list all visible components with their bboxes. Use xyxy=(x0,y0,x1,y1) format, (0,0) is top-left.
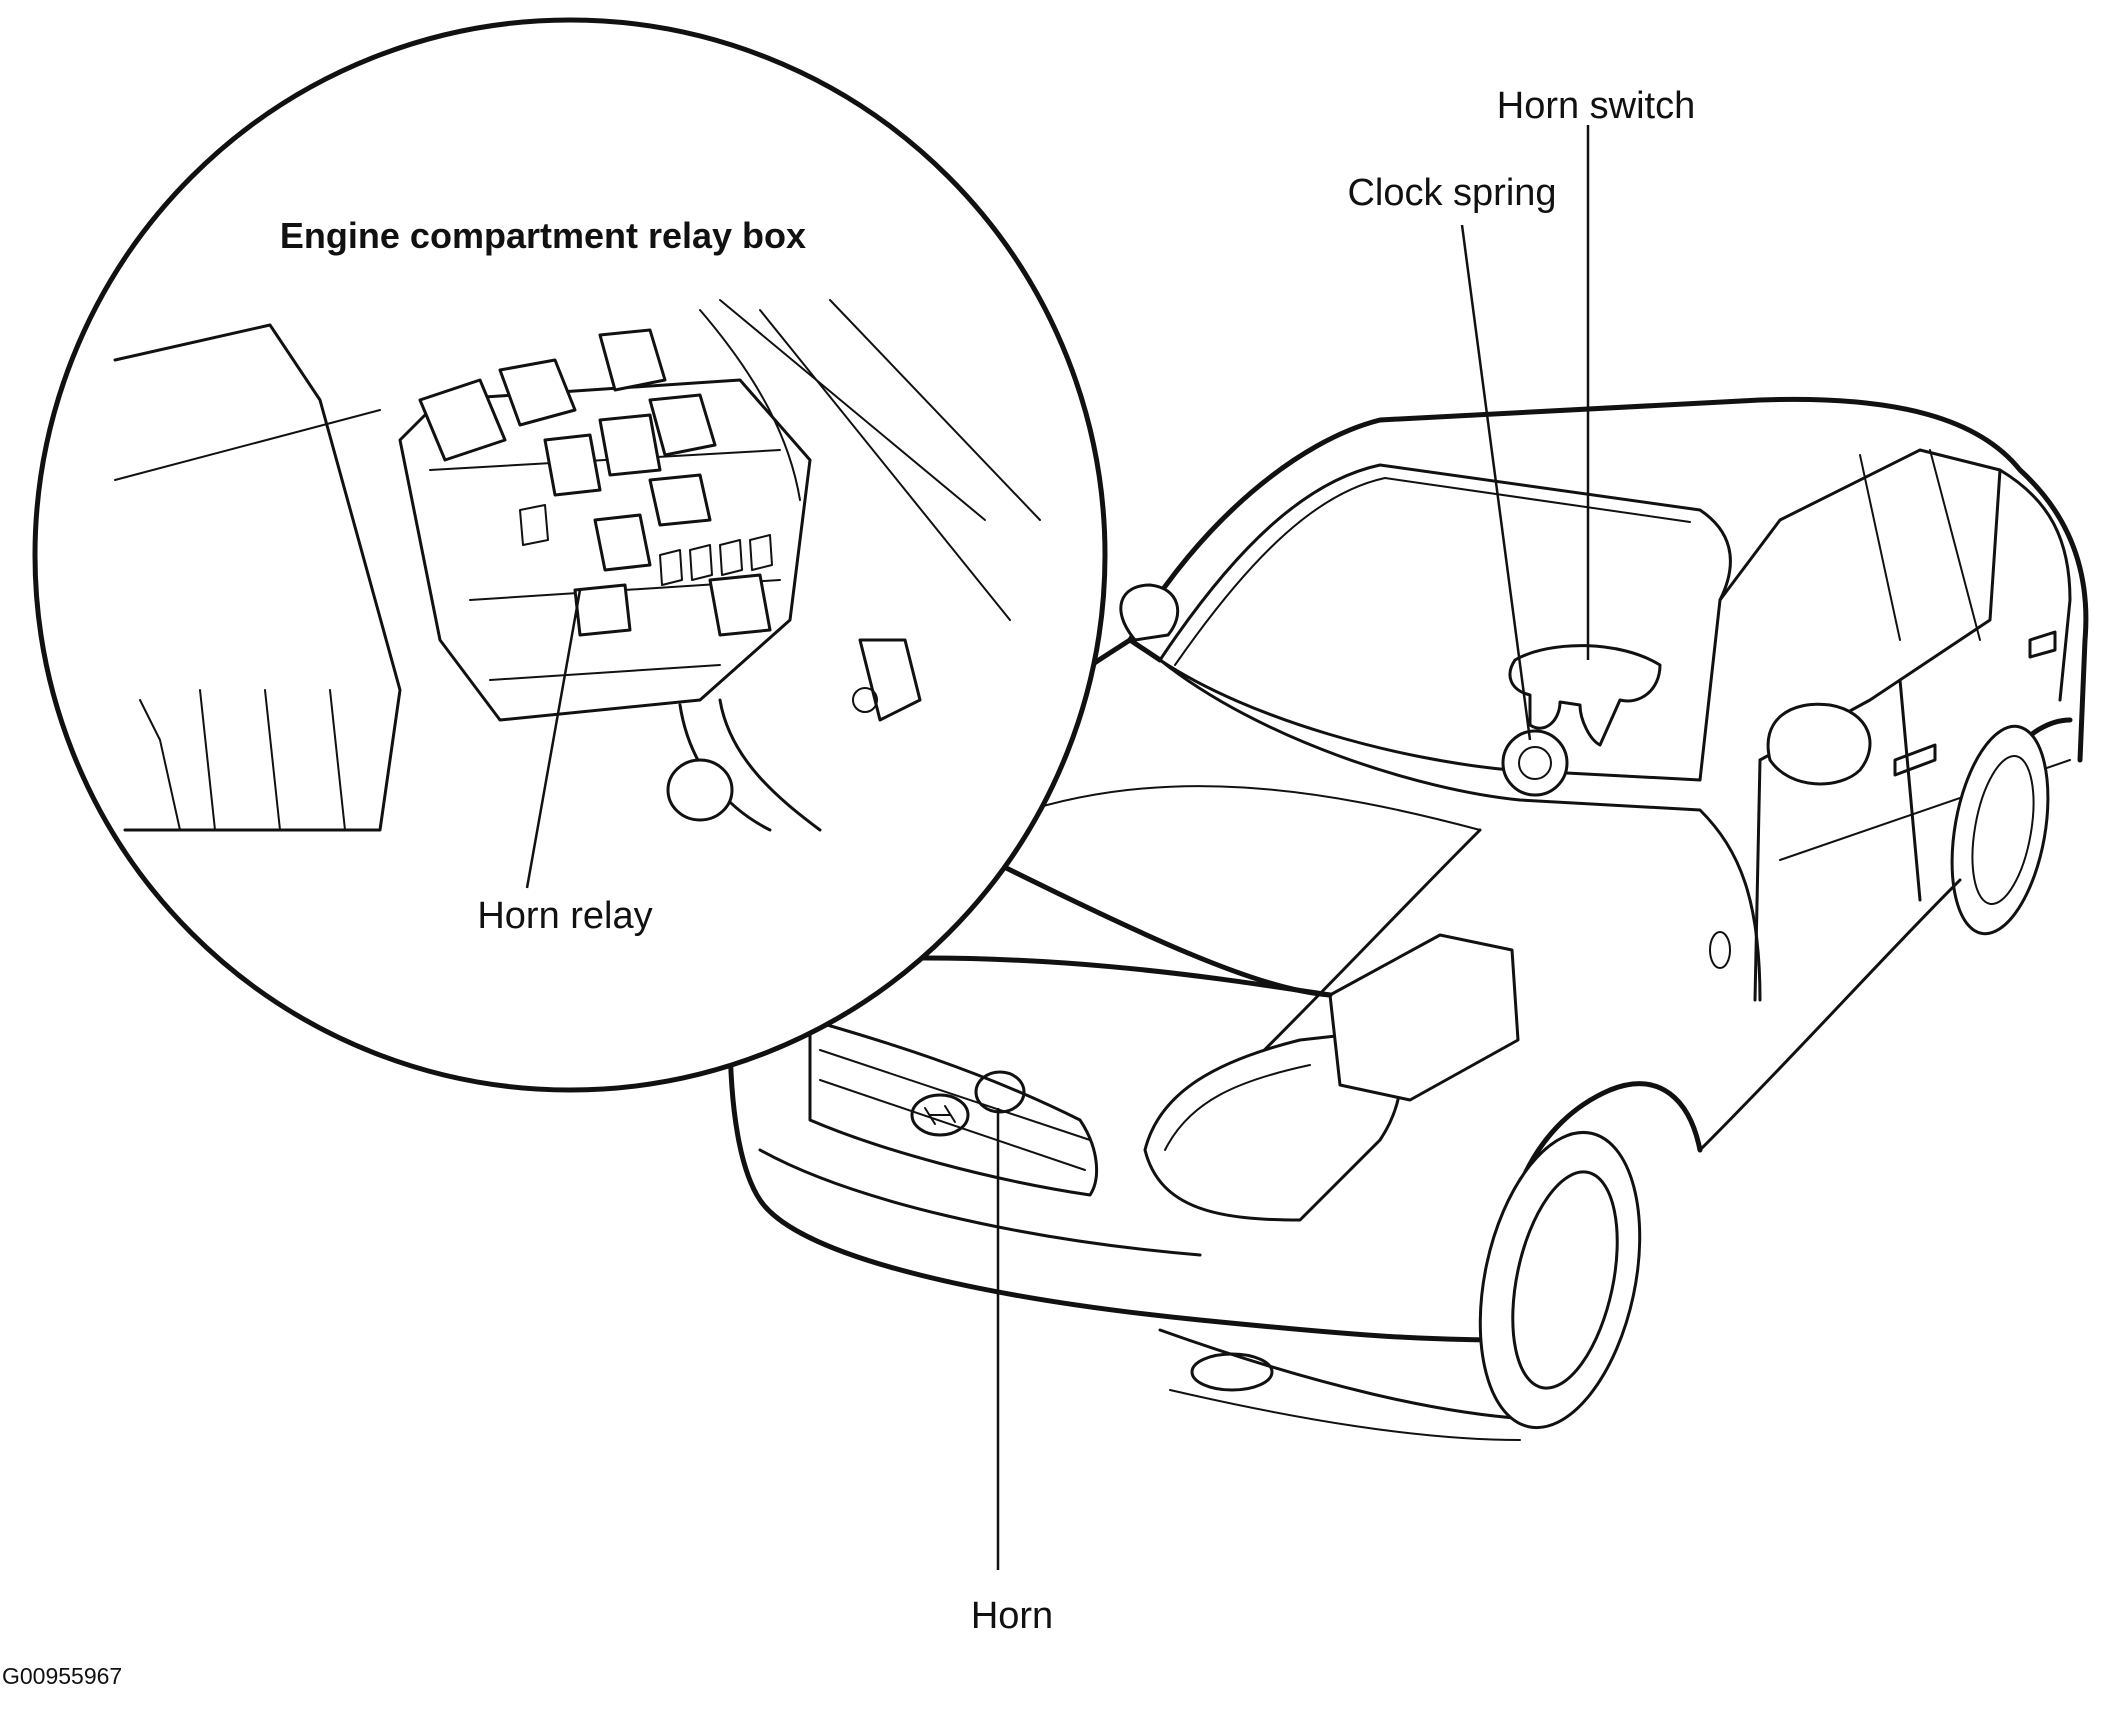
horn-label: Horn xyxy=(971,1595,1053,1637)
relay-box-closeup xyxy=(113,299,1041,832)
horn-switch-pad xyxy=(1508,644,1662,747)
magnifier-circle xyxy=(32,17,1108,1093)
horn-switch-label: Horn switch xyxy=(1497,85,1696,127)
relay-box-label: Engine compartment relay box xyxy=(280,215,806,256)
car-illustration xyxy=(727,396,2089,1441)
clock-spring-label: Clock spring xyxy=(1347,172,1556,214)
relay-box-marker xyxy=(1328,933,1520,1102)
steering-components xyxy=(1501,644,1662,797)
relay-box-callout xyxy=(32,17,1333,1093)
figure-id: G00955967 xyxy=(2,1663,122,1689)
leader-lines xyxy=(525,125,1590,1570)
horn-relay-leader xyxy=(525,589,582,889)
clock-spring-leader xyxy=(1460,224,1532,741)
clock-spring-ring xyxy=(1501,729,1569,797)
horn-relay-label: Horn relay xyxy=(477,895,652,937)
